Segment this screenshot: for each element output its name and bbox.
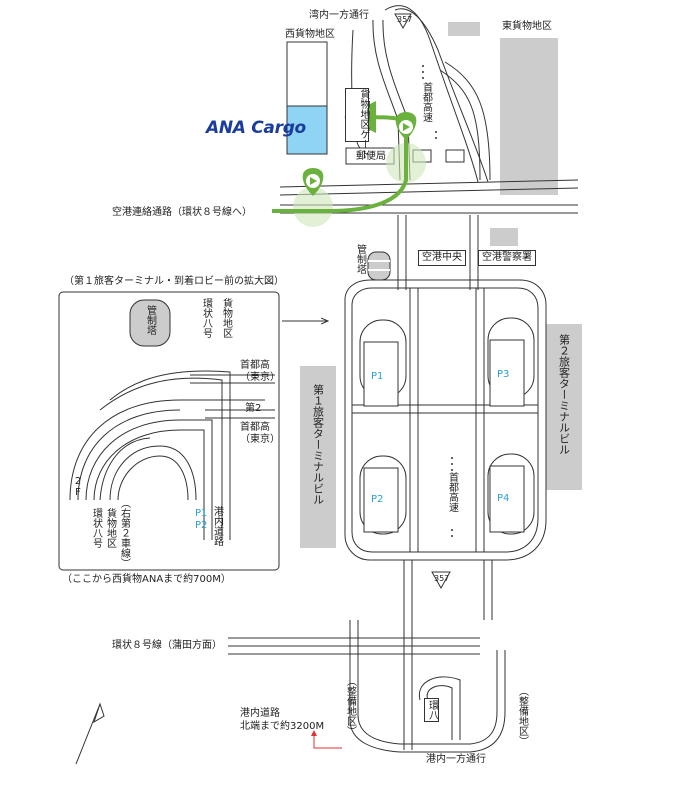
- p4-label: P4: [497, 493, 510, 504]
- inset-control-tower-icon: [129, 299, 171, 347]
- route-pin-north-icon: [395, 112, 417, 140]
- bottom-road-label: 港内一方通行: [426, 754, 486, 765]
- post-office-label: 郵便局: [356, 151, 386, 162]
- route-357-top-icon: [394, 13, 412, 30]
- expressway-north-label: 首都高速: [420, 82, 432, 122]
- west-cargo-label: 西貨物地区: [285, 29, 335, 40]
- inset-frame: [58, 291, 280, 571]
- police-small-building: [490, 228, 518, 246]
- port-road-note: 港内道路 北端まで約3200M: [240, 708, 325, 732]
- ana-cargo-building: [286, 105, 328, 155]
- p1-label: P1: [371, 371, 384, 382]
- route-pin-west-icon: [302, 168, 324, 196]
- inset-title: （第１旅客ターミナル・到着ロビー前の拡大図）: [64, 276, 284, 287]
- inset-kanpachi-label: 環状八号: [200, 298, 212, 338]
- police-label: 空港警察署: [478, 250, 536, 266]
- ana-route: [272, 101, 426, 227]
- airport-center-label: 空港中央: [418, 250, 466, 266]
- ana-cargo-logo: ANA Cargo: [206, 118, 306, 138]
- terminal1-building: [300, 366, 336, 548]
- kanpachi-end-label: 環八: [424, 698, 439, 722]
- kanpachi-south-label: 環状８号線（蒲田方面）: [112, 640, 222, 651]
- inset-expressway-tokyo-2: 首都高（東京）: [240, 422, 280, 445]
- inset-2f-label: 2F: [72, 476, 84, 498]
- route-357-mid-icon: [431, 571, 451, 590]
- inset-cargo-area-bottom-label: 貨物地区: [104, 508, 116, 548]
- expressway-south-label: 首都高速: [446, 472, 458, 512]
- top-small-building: [448, 22, 480, 36]
- terminal2-building: [546, 324, 582, 490]
- inset-kanpachi-bottom-label: 環状八号: [90, 508, 102, 548]
- maint-west-label: （整備地区）: [344, 676, 356, 736]
- p3-box: [489, 339, 525, 407]
- route-357-mid-label: 357: [434, 574, 450, 583]
- p3-label: P3: [497, 369, 510, 380]
- inset-control-tower-label: 管制塔: [144, 305, 156, 335]
- control-tower-label: 管制塔: [354, 244, 366, 274]
- p4-box: [489, 465, 525, 533]
- p1-box: [363, 341, 399, 407]
- inset-port-road-label: 港内道路: [211, 506, 223, 546]
- east-cargo-building: [500, 38, 558, 195]
- terminal1-label: 第１旅客ターミナルビル: [311, 384, 325, 505]
- inset-footnote: （ここから西貨物ANAまで約700M）: [62, 574, 231, 585]
- top-road-label: 湾内一方通行: [309, 10, 369, 21]
- cargo-gate-label: 貨物地区ゲート: [345, 88, 369, 159]
- mini-building-2: [445, 149, 465, 163]
- route-357-top-label: 357: [397, 15, 413, 24]
- maint-east-label: （整備地区）: [516, 686, 528, 746]
- parking-boxes: [363, 339, 525, 533]
- inset-cargo-area-label: 貨物地区: [220, 298, 232, 338]
- east-cargo-label: 東貨物地区: [502, 21, 552, 32]
- control-tower-icon: [367, 251, 391, 281]
- expressway-dots: [422, 65, 453, 537]
- inset-p2-label: P2: [195, 520, 208, 531]
- p2-box: [363, 467, 399, 533]
- inset-expressway-tokyo-1: 首都高（東京）: [240, 360, 280, 383]
- route-highlight-west: [293, 187, 333, 227]
- connector-road-label: 空港連絡通路（環状８号線へ）: [112, 207, 252, 218]
- inset-p1-label: P1: [195, 508, 208, 519]
- north-arrow-icon: [75, 702, 105, 765]
- p2-label: P2: [371, 494, 384, 505]
- inset-second-label: 第2: [245, 403, 262, 414]
- terminal2-label: 第２旅客ターミナルビル: [557, 334, 571, 455]
- inset-right-lane-label: （右第２車線）: [118, 498, 130, 568]
- port-road-red-arrow: [311, 730, 342, 749]
- inset-roads: [69, 370, 275, 540]
